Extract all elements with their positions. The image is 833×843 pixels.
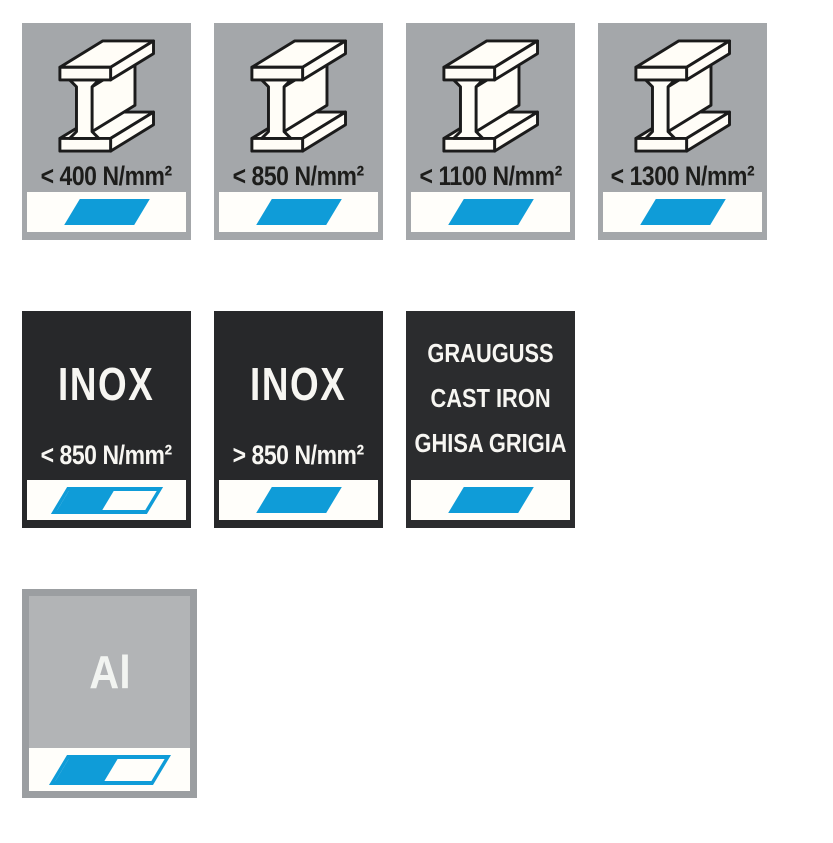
- solid-parallelogram-icon: [63, 199, 150, 225]
- tile-aluminium: Al: [22, 589, 197, 798]
- tile-inox-gt-850: INOX > 850 N/mm²: [214, 311, 383, 528]
- tensile-strength-label: < 400 N/mm²: [40, 161, 173, 191]
- tensile-strength-label: < 850 N/mm²: [40, 440, 173, 470]
- tensile-strength-label: < 850 N/mm²: [232, 161, 365, 191]
- solid-parallelogram-icon: [639, 199, 726, 225]
- marker-strip: [27, 480, 186, 520]
- inox-title: INOX: [250, 358, 347, 410]
- split-parallelogram-icon: [48, 754, 171, 785]
- solid-parallelogram-icon: [447, 199, 534, 225]
- tile-inox-lt-850: INOX < 850 N/mm²: [22, 311, 191, 528]
- tensile-strength-label: > 850 N/mm²: [232, 440, 365, 470]
- row-inox-castiron-tiles: INOX < 850 N/mm² INOX > 850 N/mm² GRAUGU…: [22, 311, 833, 528]
- marker-strip: [219, 480, 378, 520]
- parallelogram-blue-half: [56, 490, 114, 510]
- marker-strip: [411, 480, 570, 520]
- parallelogram-blue-half: [54, 758, 118, 781]
- split-parallelogram-icon: [50, 486, 163, 514]
- cast-iron-labels: GRAUGUSS CAST IRON GHISA GRIGIA: [400, 331, 581, 466]
- solid-parallelogram-icon: [255, 199, 342, 225]
- aluminium-label: Al: [88, 646, 131, 698]
- cast-iron-label-de: GRAUGUSS: [427, 338, 554, 368]
- row-steel-tiles: < 400 N/mm² < 850 N/mm²: [22, 23, 833, 240]
- steel-beam-icon: [56, 36, 157, 156]
- marker-strip: [219, 192, 378, 232]
- inox-title: INOX: [58, 358, 155, 410]
- solid-parallelogram-icon: [255, 487, 342, 513]
- tensile-strength-label: < 1300 N/mm²: [610, 161, 755, 191]
- tile-steel-400: < 400 N/mm²: [22, 23, 191, 240]
- cast-iron-label-en: CAST IRON: [430, 383, 551, 413]
- marker-strip: [603, 192, 762, 232]
- steel-beam-icon: [440, 36, 541, 156]
- tile-steel-1300: < 1300 N/mm²: [598, 23, 767, 240]
- tensile-strength-label: < 1100 N/mm²: [419, 161, 562, 191]
- row-aluminium-tile: Al: [22, 589, 833, 798]
- marker-strip: [411, 192, 570, 232]
- tile-cast-iron: GRAUGUSS CAST IRON GHISA GRIGIA: [406, 311, 575, 528]
- steel-beam-icon: [632, 36, 733, 156]
- tile-steel-850: < 850 N/mm²: [214, 23, 383, 240]
- tile-steel-1100: < 1100 N/mm²: [406, 23, 575, 240]
- material-icons-board: < 400 N/mm² < 850 N/mm²: [22, 23, 833, 798]
- marker-strip: [27, 192, 186, 232]
- marker-strip: [29, 748, 190, 791]
- cast-iron-label-it: GHISA GRIGIA: [414, 428, 567, 458]
- solid-parallelogram-icon: [447, 487, 534, 513]
- steel-beam-icon: [248, 36, 349, 156]
